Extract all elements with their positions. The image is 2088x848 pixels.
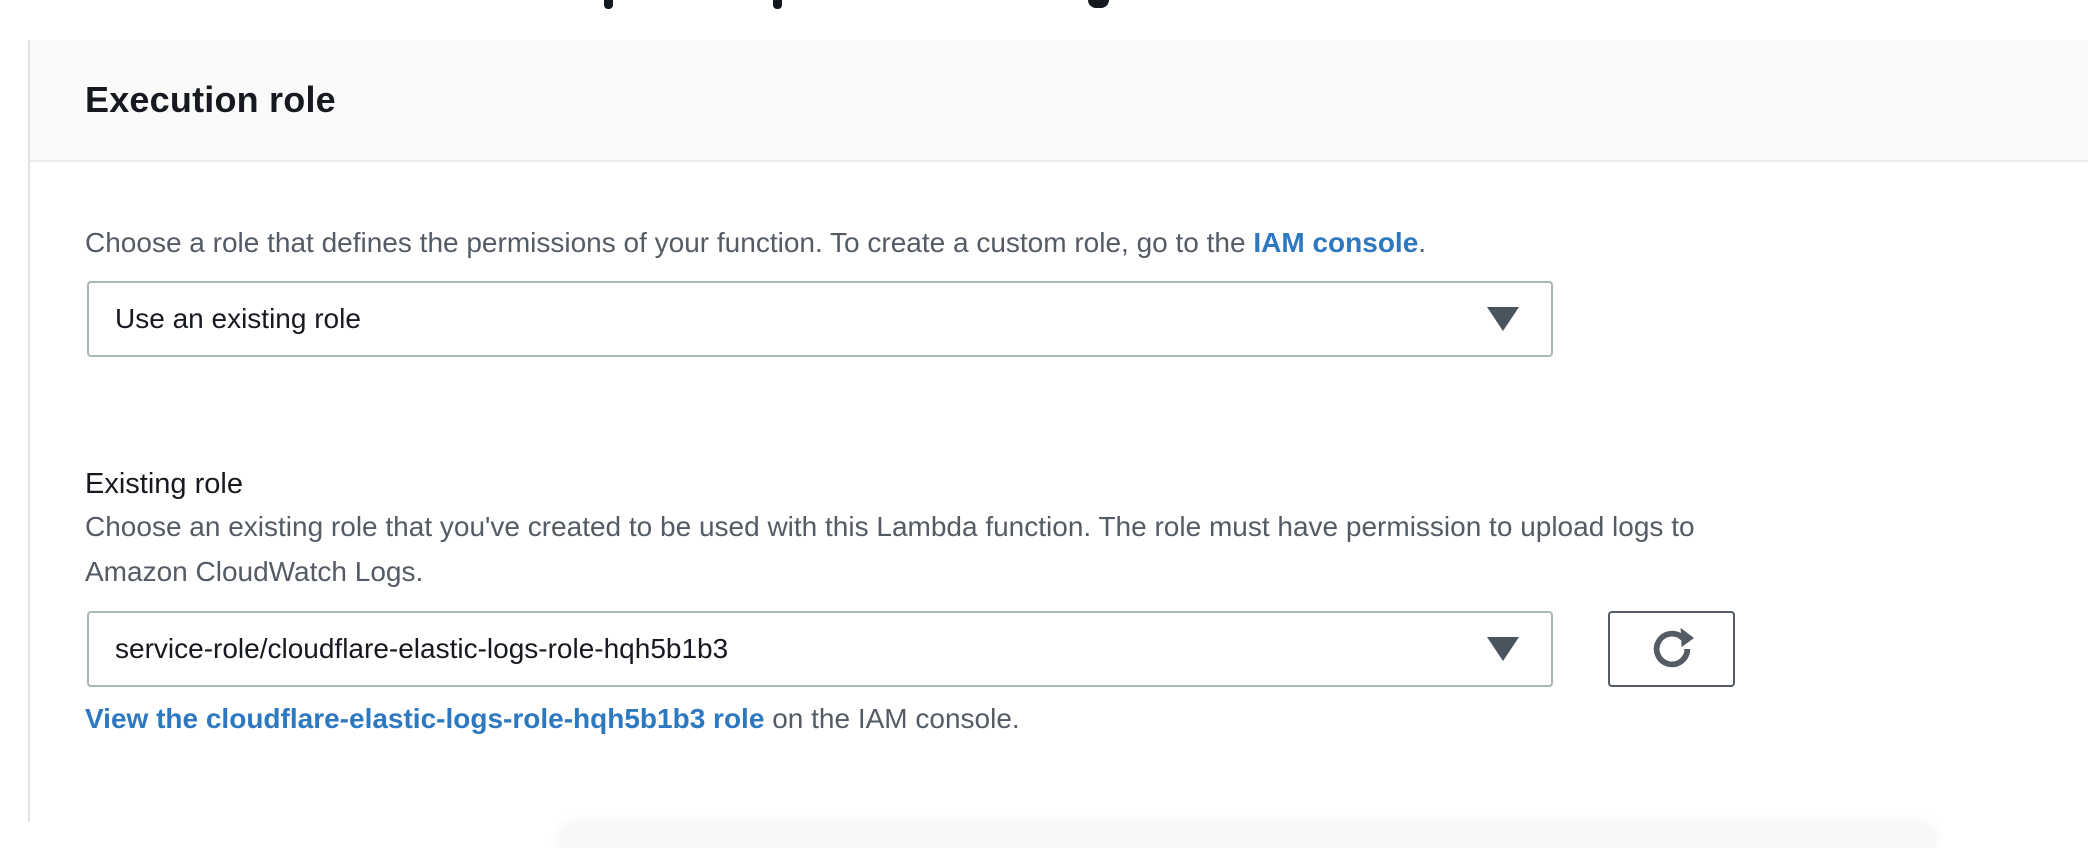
cropped-text-remnant [604,0,613,9]
chevron-down-icon [1487,307,1519,331]
cropped-text-remnant [1088,0,1109,8]
existing-role-description: Choose an existing role that you've crea… [85,504,2045,594]
cropped-text-remnant [773,0,782,9]
panel-title: Execution role [85,79,336,120]
existing-role-select-value: service-role/cloudflare-elastic-logs-rol… [115,633,729,664]
role-source-select-value: Use an existing role [115,303,361,334]
refresh-button[interactable] [1608,611,1735,687]
view-role-suffix: on the IAM console. [764,703,1020,734]
existing-role-select[interactable]: service-role/cloudflare-elastic-logs-rol… [87,611,1553,687]
existing-role-label: Existing role [85,468,243,500]
existing-role-description-line2: Amazon CloudWatch Logs. [85,556,424,587]
view-role-line: View the cloudflare-elastic-logs-role-hq… [85,698,1020,740]
intro-prefix: Choose a role that defines the permissio… [85,227,1254,258]
view-role-link[interactable]: View the cloudflare-elastic-logs-role-hq… [85,703,765,734]
panel-left-border [28,40,30,822]
panel-header: Execution role [30,40,2088,162]
intro-suffix: . [1418,227,1427,258]
chevron-down-icon [1487,637,1519,661]
next-section-peek [560,822,1935,848]
existing-role-description-line1: Choose an existing role that you've crea… [85,511,1695,542]
refresh-icon [1653,627,1694,668]
role-source-select[interactable]: Use an existing role [87,281,1553,357]
iam-console-link[interactable]: IAM console [1253,227,1419,258]
role-intro-text: Choose a role that defines the permissio… [85,220,1426,266]
